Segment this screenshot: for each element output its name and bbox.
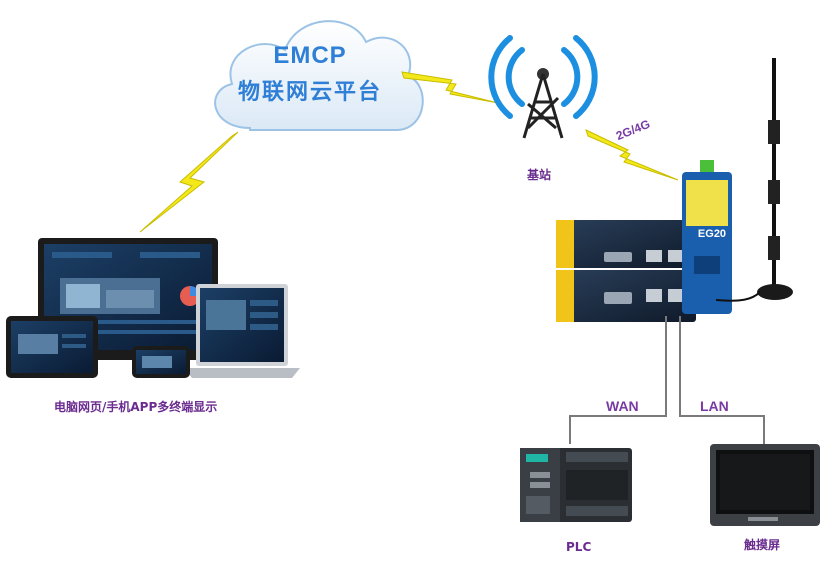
display-label: 电脑网页/手机APP多终端显示 — [54, 400, 218, 414]
base-station-label: 基站 — [527, 168, 552, 182]
touchscreen-icon — [710, 444, 820, 526]
lightning-icon — [139, 131, 239, 233]
cloud-title: EMCP — [273, 42, 347, 69]
lightning-icon — [585, 129, 679, 181]
plc-label: PLC — [566, 540, 592, 554]
gateway-model-label: EG20 — [697, 228, 727, 240]
cloud-icon — [214, 20, 424, 131]
lan-label: LAN — [700, 398, 729, 414]
wan-cable — [569, 316, 667, 444]
touchscreen-label: 触摸屏 — [744, 538, 781, 552]
lan-cable — [679, 316, 765, 444]
devices-icon — [6, 238, 300, 378]
wan-label: WAN — [606, 398, 639, 414]
lightning-icon — [401, 71, 499, 104]
router-icon — [556, 220, 696, 322]
cloud-subtitle: 物联网云平台 — [237, 80, 382, 105]
cell-tower-icon — [488, 35, 598, 139]
plc-icon — [520, 448, 632, 522]
antenna-icon — [715, 58, 793, 302]
gateway-unit — [682, 160, 732, 314]
